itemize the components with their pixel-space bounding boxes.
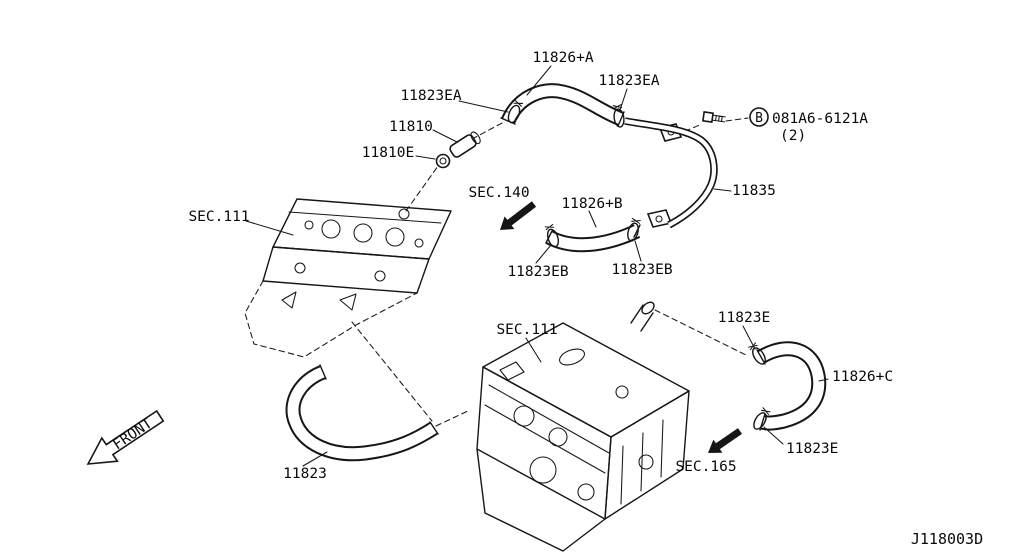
label-clamp-11823EA-right: 11823EA [598,73,659,89]
label-clamp-11823EB-right: 11823EB [611,262,672,278]
label-pcv-valve-11810: 11810 [389,119,433,135]
label-hose-11826A: 11826+A [532,50,593,66]
clamp-11823EB-right [627,217,641,242]
clamp-11823EA-left [507,99,524,124]
pcv-grommet-11810E [435,153,451,169]
sec140-direction-arrow [500,201,537,230]
label-bolt-part-number: 081A6-6121A [772,111,868,127]
label-hose-11823: 11823 [283,466,327,482]
hose-11823 [285,364,439,462]
label-sec-165: SEC.165 [675,459,736,475]
label-pipe-11835: 11835 [732,183,776,199]
label-hose-11826B: 11826+B [561,196,622,212]
clamp-11823EA-right [612,104,625,128]
engine-left-cylinder-head [244,198,452,358]
label-sec-111-center: SEC.111 [496,322,557,338]
label-grommet-11810E: 11810E [362,145,414,161]
front-direction-arrow [86,409,165,465]
label-clamp-11823E-top: 11823E [718,310,770,326]
label-clamp-11823E-bottom: 11823E [786,441,838,457]
bolt-callout-circle [749,107,769,127]
clamp-11823EB-left [544,223,560,248]
label-clamp-11823EA-left: 11823EA [400,88,461,104]
label-sec-140: SEC.140 [468,185,529,201]
clamp-11823E-bottom [753,407,771,430]
drawing-code: J118003D [911,530,983,548]
sec165-direction-arrow [708,428,742,453]
label-bolt-callout-letter: B [755,111,763,126]
label-clamp-11823EB-left: 11823EB [507,264,568,280]
pcv-valve-11810 [449,131,481,158]
blow-by-pipe-11835 [624,117,718,229]
label-hose-11826C: 11826+C [832,369,893,385]
hose-11826B [545,224,641,253]
label-sec-111-left: SEC.111 [188,209,249,225]
engine-center-cylinder-head [476,301,690,552]
label-leader-lines [245,65,829,467]
label-bolt-quantity: (2) [780,128,806,144]
hidden-connection-lines [351,117,749,427]
bolt-081A6 [702,111,726,123]
label-front: FRONT [110,415,155,453]
